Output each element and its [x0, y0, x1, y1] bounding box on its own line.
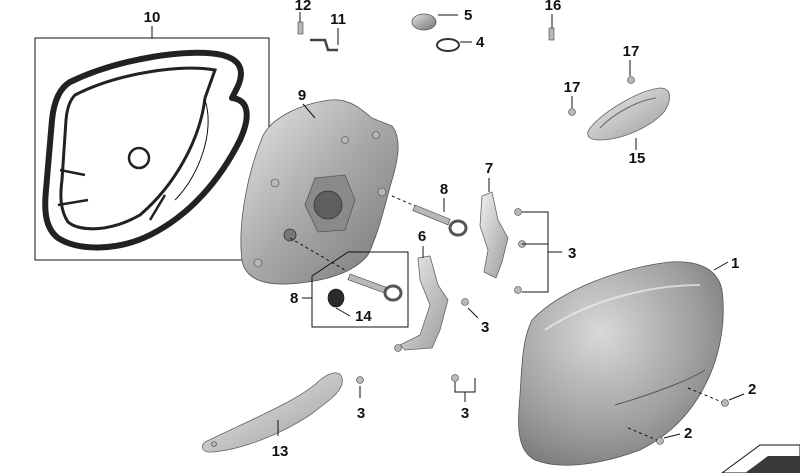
part-7-screw-b	[394, 344, 402, 352]
part-8-bolt-lower	[347, 273, 387, 294]
part-16-rib	[599, 97, 657, 129]
part-7-screw-c	[451, 374, 459, 382]
part-11-12-group: 12 11	[295, 0, 346, 52]
gasket-inner	[59, 66, 217, 231]
part-12-screw	[297, 21, 304, 35]
part-7-group: 6 3 3	[394, 228, 489, 422]
callout-11: 11	[330, 11, 346, 28]
callout-12: 12	[295, 0, 312, 14]
leader-3b	[467, 307, 479, 319]
callout-17b: 17	[564, 79, 581, 96]
part-10-gasket-group: 10	[34, 9, 270, 261]
part-17-screw-b	[568, 108, 576, 116]
callout-3b: 3	[481, 319, 489, 336]
callout-13: 13	[272, 443, 289, 460]
part-15-group: 16	[545, 0, 562, 41]
part-9-housing-group: 9	[240, 87, 399, 285]
part-6-screw-c	[514, 286, 522, 294]
part-13-hole	[211, 441, 217, 447]
leader-9	[302, 103, 316, 119]
part-13-strip	[201, 372, 343, 453]
callout-8-lower: 8	[290, 290, 298, 307]
leader-14	[335, 307, 351, 317]
part-8-washer-upper	[448, 219, 468, 237]
callout-7: 6	[418, 228, 426, 245]
bracket-lines-3a	[522, 211, 562, 293]
part-13-screw	[356, 376, 364, 384]
part-13-group: 3 13	[201, 372, 365, 460]
leader-2a	[728, 393, 745, 401]
callout-14: 14	[355, 308, 372, 325]
callout-3c: 3	[461, 405, 469, 422]
orientation-tab	[721, 444, 800, 473]
orientation-tab-fill	[745, 456, 800, 473]
housing-bolt-5	[372, 131, 380, 139]
callout-17a: 17	[623, 43, 640, 60]
axis-8-lower	[289, 237, 346, 271]
callout-2a: 2	[748, 381, 756, 398]
part-1-group: 1 2 2	[518, 255, 756, 466]
leader-1	[713, 261, 729, 271]
part-4-5-group: 5 4	[411, 7, 485, 52]
gasket-o-ring	[127, 146, 151, 170]
gasket-outer	[42, 49, 250, 251]
callout-1: 1	[731, 255, 739, 272]
part-17-screw-a	[627, 76, 635, 84]
part-1-cover	[518, 261, 724, 466]
gasket-rib-1	[174, 99, 209, 201]
part-16-plate	[587, 87, 670, 141]
part-2-screw-b	[656, 437, 664, 445]
axis-2b	[627, 427, 658, 441]
callout-2b: 2	[684, 425, 692, 442]
part-8-washer-lower	[383, 284, 403, 302]
housing-bolt-1	[253, 258, 263, 268]
part-16-17-group: 17 17 15	[564, 43, 670, 167]
part-8-upper-group: 8	[391, 181, 468, 237]
callout-8-upper: 8	[440, 181, 448, 198]
part-1-seam	[614, 369, 706, 406]
callout-5: 5	[464, 7, 472, 24]
part-8-14-lower-group: 14 8	[289, 237, 409, 328]
bracket-lines-3c	[454, 378, 476, 402]
callout-3d: 3	[357, 405, 365, 422]
part-14-grommet	[327, 288, 345, 308]
callout-15: 16	[545, 0, 562, 14]
part-1-highlight	[544, 284, 701, 331]
part-8-bolt-upper	[412, 204, 451, 226]
axis-2a	[687, 387, 723, 403]
part-6-group: 7 3	[479, 160, 576, 294]
callout-9: 9	[298, 87, 306, 104]
part-7-screw-a	[461, 298, 469, 306]
housing-bore	[313, 190, 343, 220]
leader-2b	[663, 433, 681, 439]
housing-bolt-4	[341, 136, 349, 144]
callout-6: 7	[485, 160, 493, 177]
gasket-ribs	[57, 168, 167, 221]
housing-bolt-3	[377, 187, 387, 197]
housing-port	[283, 228, 297, 242]
box-8-14	[311, 251, 409, 328]
part-15-screw	[548, 27, 555, 41]
part-4-ring	[436, 38, 460, 52]
part-6-bracket	[479, 191, 509, 279]
part-6-screw-a	[514, 208, 522, 216]
callout-16: 15	[629, 150, 646, 167]
part-5-cap	[411, 13, 437, 31]
callout-10: 10	[144, 9, 161, 26]
part-2-screw-a	[721, 399, 729, 407]
part-7-bracket	[399, 255, 449, 351]
callout-3a: 3	[568, 245, 576, 262]
housing-bolt-2	[270, 178, 280, 188]
callout-4: 4	[476, 34, 485, 51]
part-11-clip	[310, 38, 338, 52]
